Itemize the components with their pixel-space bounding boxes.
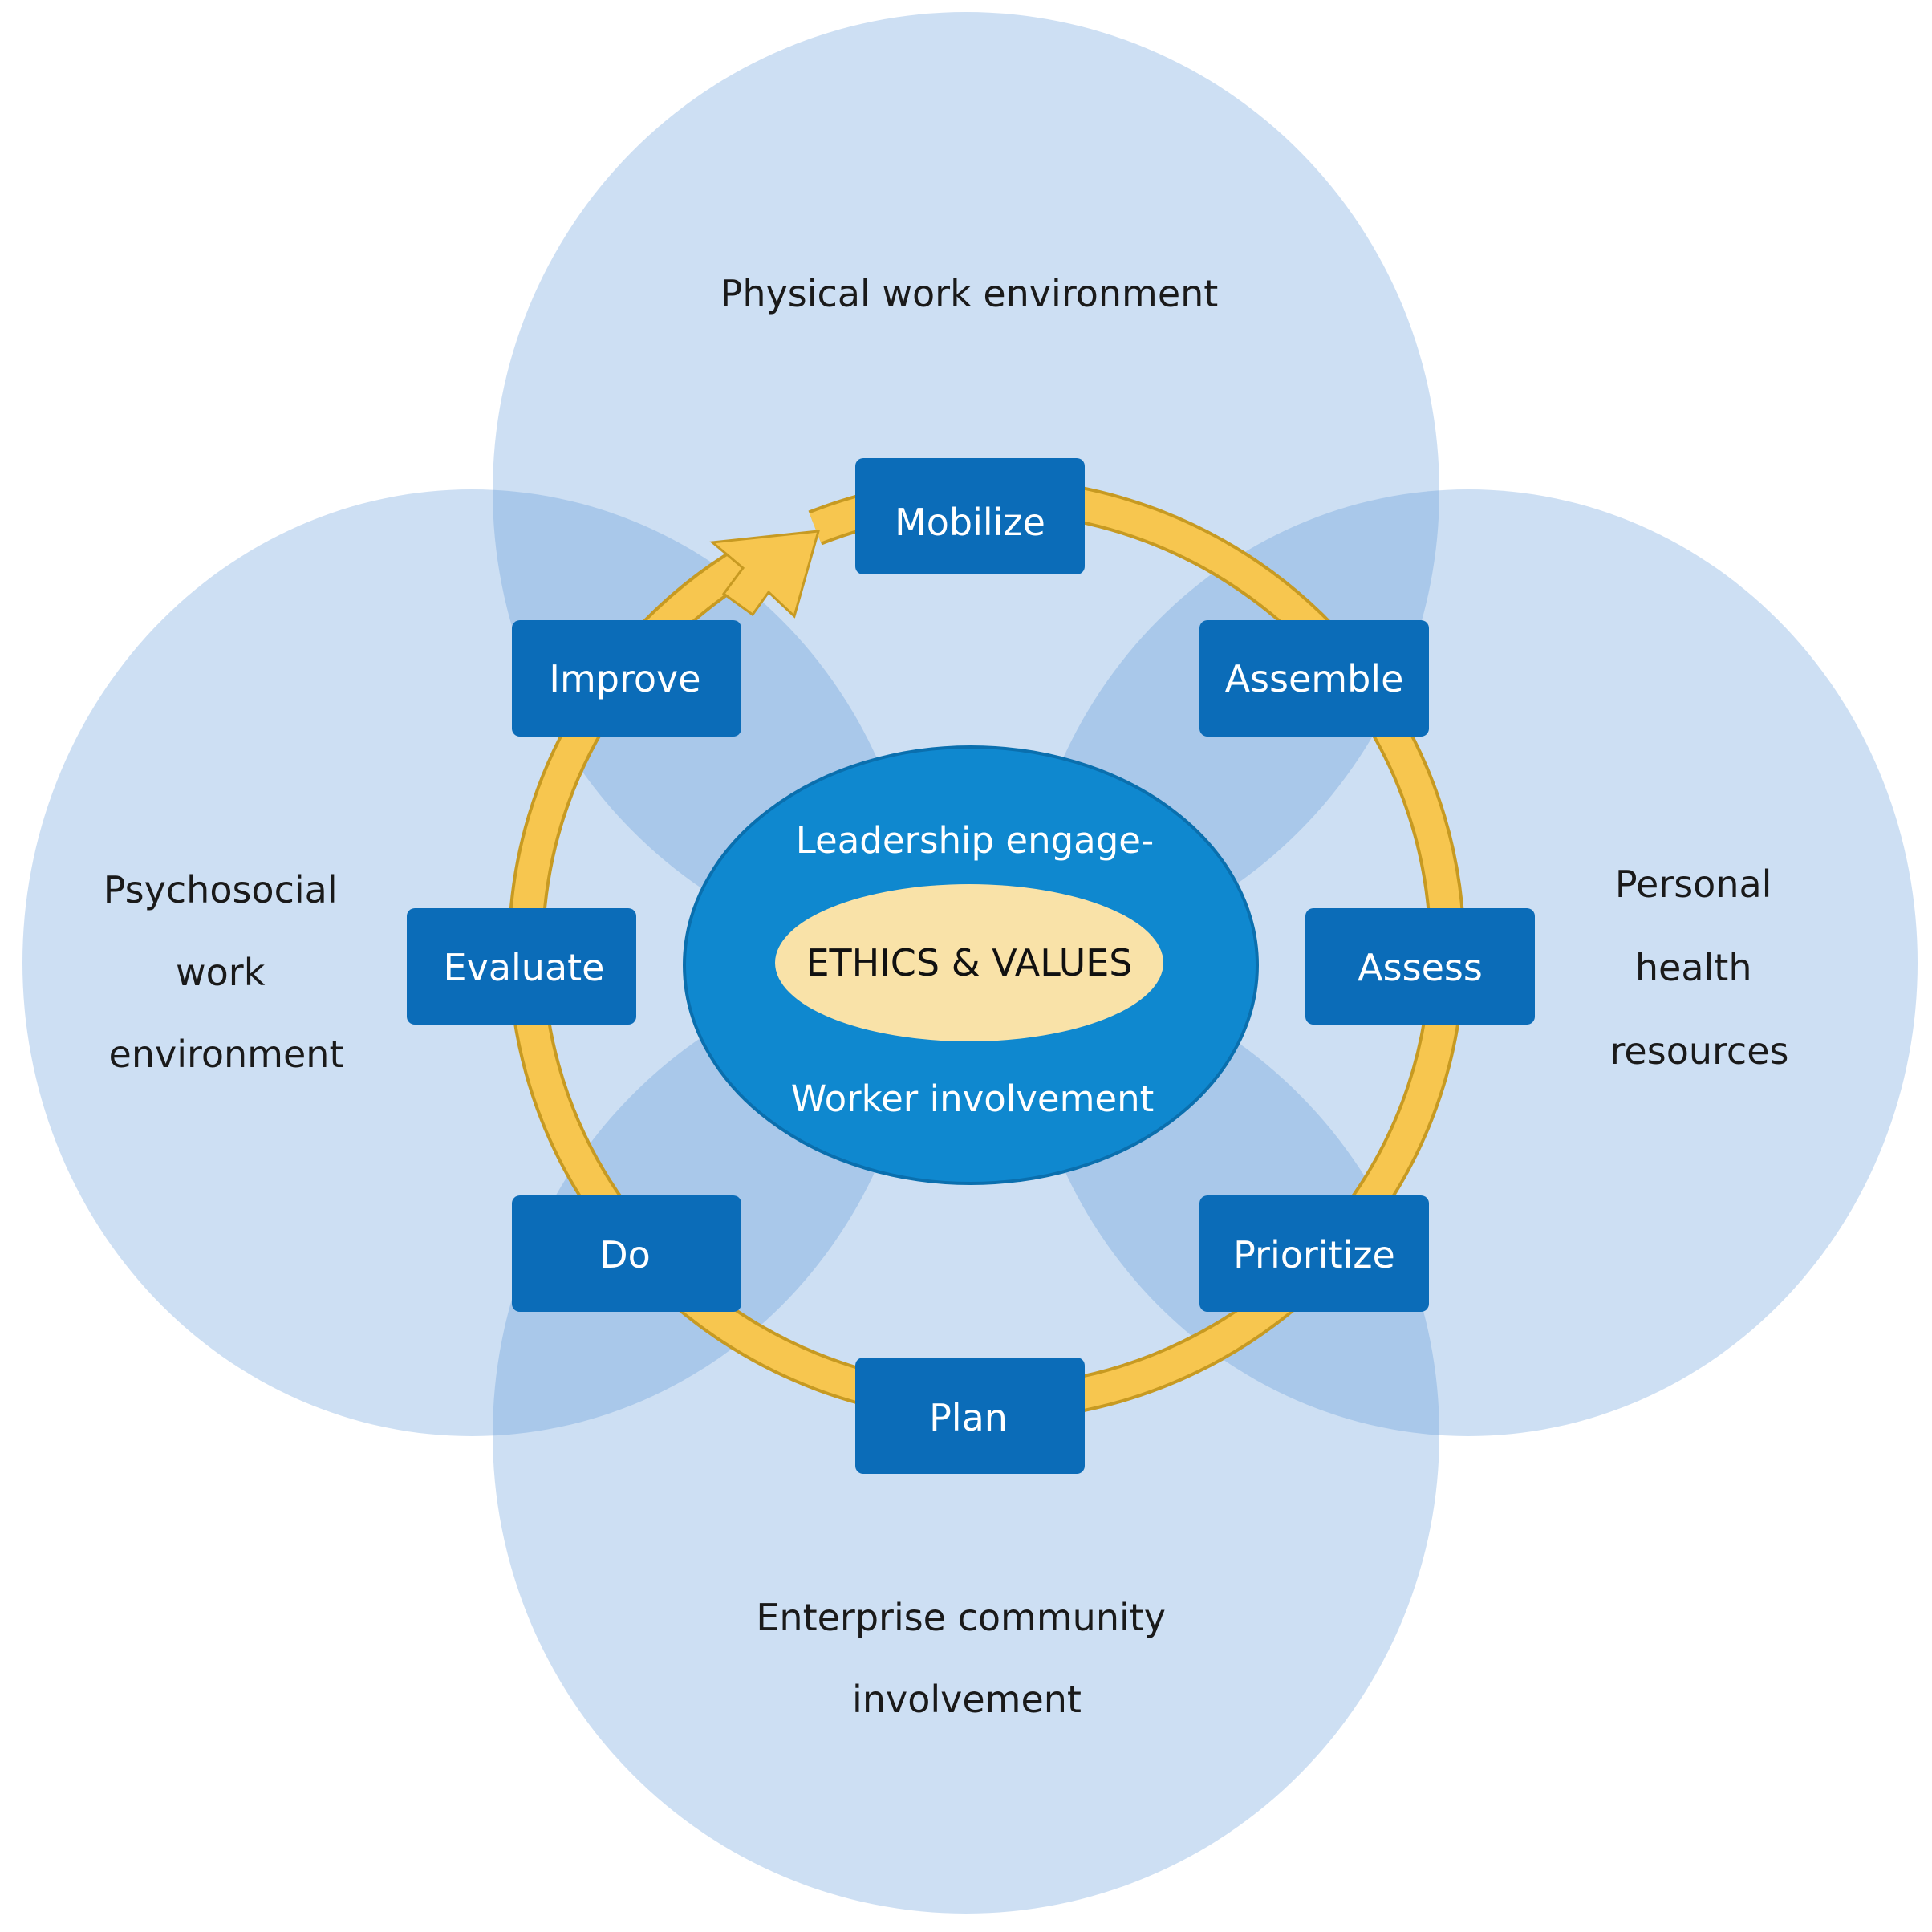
step-label-assemble: Assemble [1225, 657, 1404, 700]
step-label-do: Do [599, 1233, 651, 1276]
step-mobilize: Mobilize [855, 458, 1085, 574]
hub: Leadership engage- Worker involvement ET… [683, 745, 1259, 1185]
core-ellipse [775, 884, 1163, 1041]
domain-label-left: Psychosocial work environment [104, 868, 349, 1076]
step-plan: Plan [855, 1358, 1085, 1474]
domain-labels: Physical work environment Psychosocial w… [104, 272, 1789, 1721]
hub-bottom-text: Worker involvement [791, 1078, 1155, 1120]
step-prioritize: Prioritize [1199, 1195, 1429, 1312]
domain-label-right: Personal health resources [1610, 862, 1789, 1073]
step-label-plan: Plan [929, 1396, 1008, 1439]
domain-label-bottom: Enterprise community involvement [756, 1596, 1177, 1721]
step-label-assess: Assess [1358, 946, 1483, 989]
step-do: Do [512, 1195, 741, 1312]
step-boxes: Mobilize Assemble Assess Prioritize Plan… [407, 458, 1535, 1474]
step-assess: Assess [1305, 908, 1535, 1025]
domain-label-top: Physical work environment [720, 272, 1219, 315]
step-improve: Improve [512, 620, 741, 737]
step-label-mobilize: Mobilize [895, 501, 1045, 544]
step-evaluate: Evaluate [407, 908, 636, 1025]
step-assemble: Assemble [1199, 620, 1429, 737]
step-label-evaluate: Evaluate [444, 946, 605, 989]
arrow-head-icon [709, 530, 821, 619]
step-label-improve: Improve [549, 657, 700, 700]
core-text: ETHICS & VALUES [806, 941, 1132, 984]
hub-top-text: Leadership engage- [796, 819, 1154, 862]
step-label-prioritize: Prioritize [1233, 1233, 1395, 1276]
